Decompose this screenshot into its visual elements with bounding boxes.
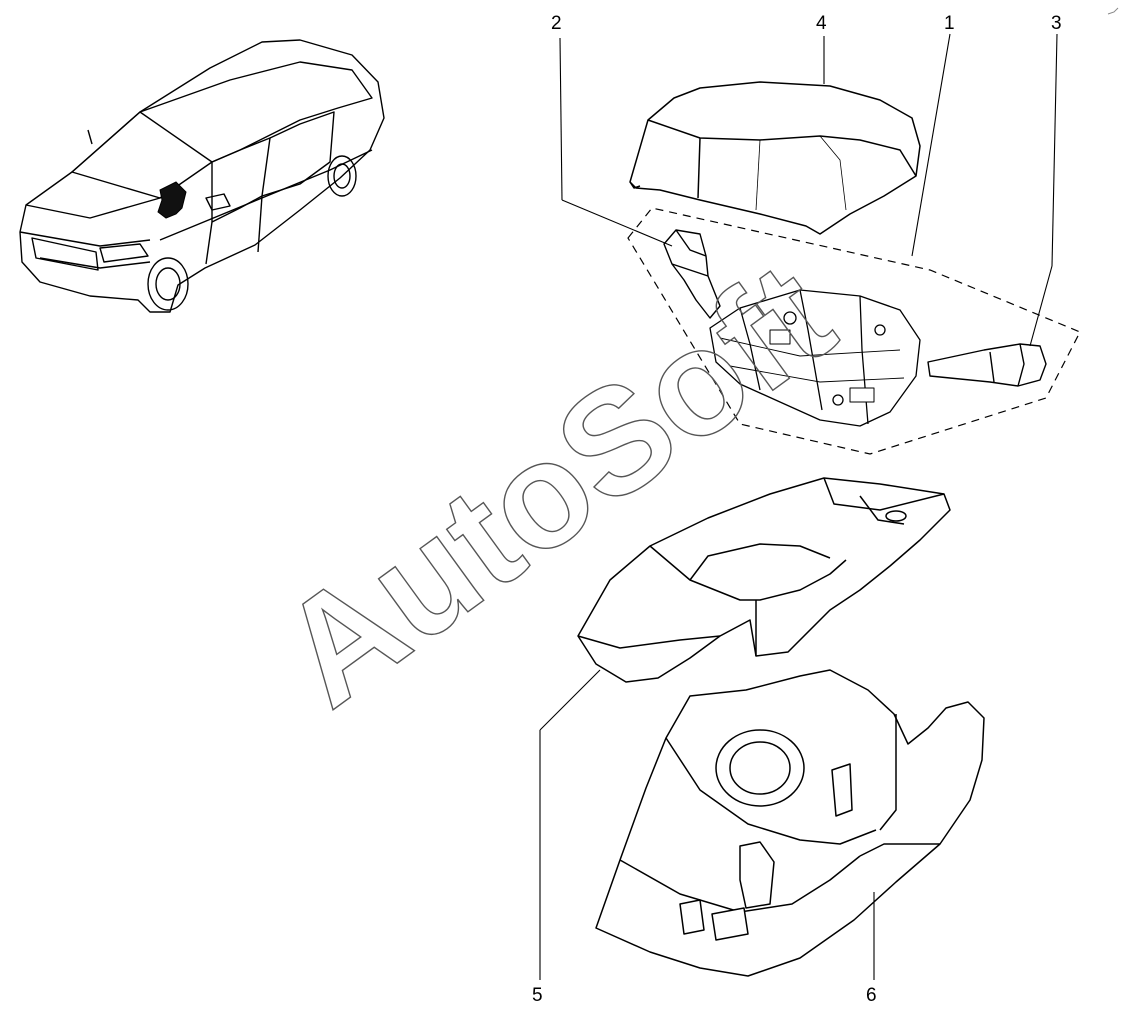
callout-number-1: 1 (944, 13, 955, 34)
watermark-text: AutoSoft (250, 230, 861, 738)
callout-number-3: 3 (1051, 13, 1062, 34)
callout-number-2: 2 (551, 13, 562, 34)
leader-line-2b (561, 199, 673, 247)
car-locator-illustration (19, 39, 385, 313)
callout-number-6: 6 (866, 985, 877, 1006)
leader-line-1 (911, 33, 951, 257)
part-4-upper-cover (629, 81, 921, 235)
part-3-right-lever (927, 343, 1047, 387)
leader-line-5b (539, 669, 601, 731)
leader-line-2 (559, 37, 563, 201)
leader-lines (539, 33, 1058, 980)
callout-number-5: 5 (532, 985, 543, 1006)
part-1-assembly-boundary (627, 207, 1081, 455)
part-6-lower-column-trim (595, 669, 985, 977)
leader-line-3 (1051, 33, 1058, 267)
part-2-left-lever (663, 229, 721, 319)
corner-mark (1107, 7, 1119, 15)
part-1-combination-switch (709, 289, 921, 427)
location-marker (157, 181, 187, 219)
callout-number-4: 4 (816, 13, 827, 34)
leader-line-3b (1029, 265, 1053, 347)
part-5-column-trim (577, 477, 951, 683)
